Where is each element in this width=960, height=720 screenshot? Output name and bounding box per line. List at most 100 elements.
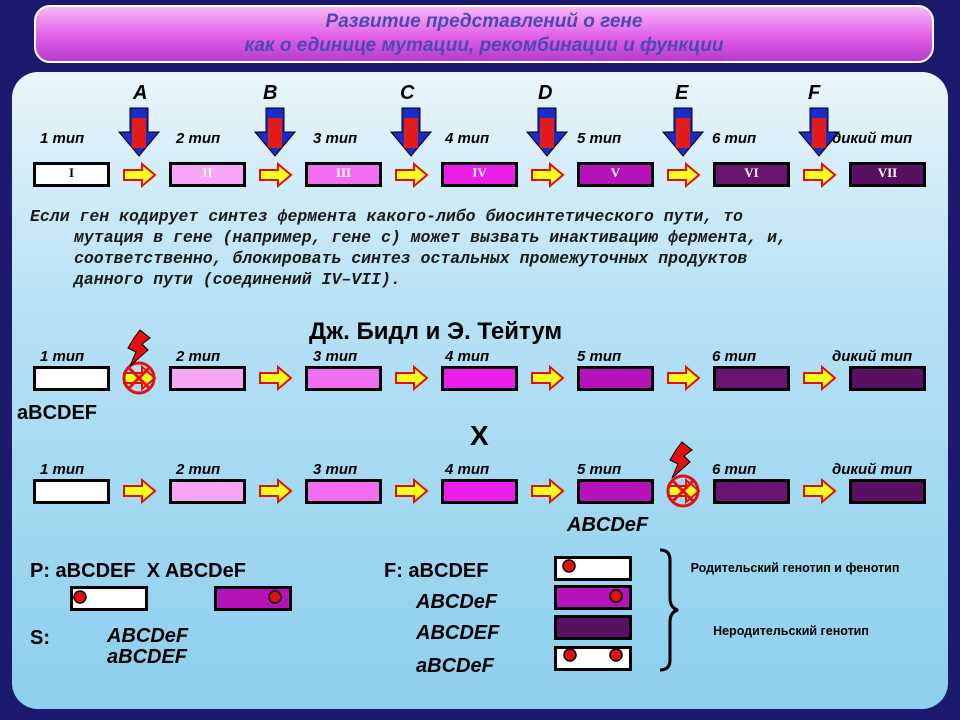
pathway-arrow-5 [667, 161, 701, 189]
row2-type-label-5: 5 тип [577, 348, 622, 365]
type-label-3: 3 тип [313, 130, 358, 147]
row2-gene-box-2 [169, 366, 246, 391]
row2-type-label-1: 1 тип [40, 348, 85, 365]
enzyme-letter-f: F [808, 82, 821, 104]
enzyme-letter-a: A [133, 82, 148, 104]
row3-gene-box-6 [713, 479, 790, 504]
genotype-1-label: aBCDEF [17, 402, 98, 424]
enzyme-down-arrow-5-core [676, 118, 690, 148]
pathway-arrow-6 [803, 161, 837, 189]
row2-type-label-6: 6 тип [712, 348, 757, 365]
row3-type-label-5: 5 тип [577, 461, 622, 478]
offspring-f-label: F: aBCDEF [384, 560, 489, 582]
row2-gene-box-3 [305, 366, 382, 391]
row3-block-mark-slash2 [671, 479, 695, 503]
title-line-2: как о единице мутации, рекомбинации и фу… [244, 35, 724, 56]
type-label-2: 2 тип [176, 130, 221, 147]
pathway-arrow-4 [531, 161, 565, 189]
row3-type-label-1: 1 тип [40, 461, 85, 478]
type-label-6: 6 тип [712, 130, 757, 147]
row3-type-label-2: 2 тип [176, 461, 221, 478]
row2-type-label-4: 4 тип [445, 348, 490, 365]
type-label-5: 5 тип [577, 130, 622, 147]
genotype-2-label: ABCDeF [567, 514, 649, 536]
enzyme-down-arrow-2-core [268, 118, 282, 148]
offspring-box-4-dot-1 [563, 648, 577, 662]
row3-block-mark [666, 474, 700, 508]
row2-arrow-5 [667, 364, 701, 392]
enzyme-letter-d: D [538, 82, 553, 104]
compound-box-3: III [305, 162, 382, 187]
row2-block-mark [122, 361, 156, 395]
title-line-1: Развитие представлений о гене [325, 11, 643, 32]
title-banner: Развитие представлений о гене как о един… [34, 5, 934, 63]
row2-arrow-6 [803, 364, 837, 392]
enzyme-letter-e: E [675, 82, 689, 104]
offspring-3: ABCDEF [416, 622, 500, 644]
row3-gene-box-2 [169, 479, 246, 504]
row3-arrow-3 [395, 477, 429, 505]
paragraph-line-3: соответственно, блокировать синтез остал… [74, 249, 748, 268]
row3-gene-box-7 [849, 479, 926, 504]
paragraph-line-2: мутация в гене (например, гене с) может … [74, 228, 787, 247]
row2-gene-box-6 [713, 366, 790, 391]
type-label-1: 1 тип [40, 130, 85, 147]
pathway-arrow-3 [395, 161, 429, 189]
row2-type-label-2: 2 тип [176, 348, 221, 365]
paragraph-line-4: данного пути (соединений IV–VII). [74, 270, 401, 289]
note-nonparental: Неродительский генотип [713, 624, 869, 638]
row3-arrow-2 [259, 477, 293, 505]
row2-arrow-2 [259, 364, 293, 392]
offspring-box-1-dot [562, 559, 576, 573]
row3-type-label-3: 3 тип [313, 461, 358, 478]
type-label-wild: дикий тип [832, 130, 913, 147]
pathway-arrow-2 [259, 161, 293, 189]
row3-type-label-4: 4 тип [445, 461, 490, 478]
row3-gene-box-3 [305, 479, 382, 504]
compound-box-5: V [577, 162, 654, 187]
row3-type-label-6: 6 тип [712, 461, 757, 478]
row2-gene-box-7 [849, 366, 926, 391]
enzyme-down-arrow-3-core [404, 118, 418, 148]
explanation-paragraph: Если ген кодирует синтез фермента какого… [30, 206, 932, 290]
parent-box-1-mutation-dot [73, 590, 87, 604]
row2-gene-box-5 [577, 366, 654, 391]
enzyme-down-arrow-4-core [540, 118, 554, 148]
segregant-1: ABCDeF [107, 625, 189, 647]
bracket-brace [659, 548, 679, 672]
row2-gene-box-1 [33, 366, 110, 391]
offspring-2: ABCDeF [416, 591, 498, 613]
row3-type-label-wild: дикий тип [832, 461, 913, 478]
row3-arrow-6 [803, 477, 837, 505]
enzyme-down-arrow-6-core [812, 118, 826, 148]
row3-gene-box-4 [441, 479, 518, 504]
enzyme-letter-c: C [400, 82, 415, 104]
row2-block-mark-slash2 [127, 366, 151, 390]
enzyme-letter-b: B [263, 82, 278, 104]
row3-lightning-icon [669, 441, 693, 479]
compound-box-7: VII [849, 162, 926, 187]
parent-box-2-mutation-dot [268, 590, 282, 604]
parent-box-1 [70, 586, 148, 611]
offspring-4: aBCDeF [416, 655, 494, 677]
row2-gene-box-4 [441, 366, 518, 391]
row3-gene-box-5 [577, 479, 654, 504]
paragraph-line-1: Если ген кодирует синтез фермента какого… [30, 207, 743, 226]
offspring-box-4-dot-2 [609, 648, 623, 662]
row2-arrow-4 [531, 364, 565, 392]
compound-box-2: II [169, 162, 246, 187]
parents-label: P: aBCDEF X ABCDeF [30, 560, 246, 582]
row3-arrow-1 [123, 477, 157, 505]
row2-arrow-3 [395, 364, 429, 392]
offspring-box-3 [554, 615, 632, 640]
row3-gene-box-1 [33, 479, 110, 504]
compound-box-1: I [33, 162, 110, 187]
row2-lightning-icon [127, 329, 151, 367]
row2-type-label-wild: дикий тип [832, 348, 913, 365]
note-parental: Родительский генотип и фенотип [690, 561, 900, 575]
offspring-box-2-dot [609, 589, 623, 603]
segregant-2: aBCDEF [107, 646, 188, 668]
row2-type-label-3: 3 тип [313, 348, 358, 365]
row3-arrow-4 [531, 477, 565, 505]
